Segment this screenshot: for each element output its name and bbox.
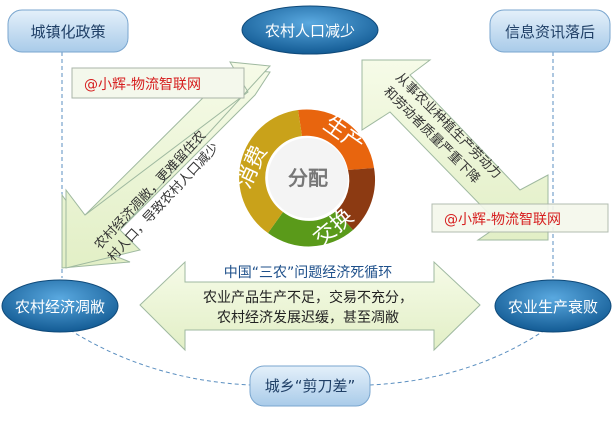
box-title: 中国“三农”问题经济死循环 — [224, 265, 393, 281]
svg-text:农村经济凋敝: 农村经济凋敝 — [15, 298, 105, 316]
svg-text:城乡“剪刀差”: 城乡“剪刀差” — [265, 377, 356, 395]
svg-text:城镇化政策: 城镇化政策 — [30, 23, 105, 41]
watermark-top-left: @小辉-物流智联网 — [71, 67, 245, 99]
node-urbanization-policy: 城镇化政策 — [7, 9, 129, 53]
vicious-cycle-box: 中国“三农”问题经济死循环 农业产品生产不足，交易不充分， 农村经济发展迟缓，甚… — [139, 260, 481, 352]
svg-text:农村人口减少: 农村人口减少 — [265, 22, 355, 40]
svg-text:信息资讯落后: 信息资讯落后 — [505, 23, 595, 41]
box-line1: 农业产品生产不足，交易不充分， — [203, 289, 413, 306]
svg-text:农业生产衰败: 农业生产衰败 — [508, 298, 598, 316]
left-arrow-line1: 农村经济凋敝，更难留住农 — [91, 128, 209, 253]
economic-cycle-ring: 分配 生产 交换 消费 — [231, 109, 376, 252]
node-scissors-gap: 城乡“剪刀差” — [249, 365, 371, 407]
node-rural-economy-decline: 农村经济凋敝 — [1, 279, 119, 333]
node-agri-production-decline: 农业生产衰败 — [494, 279, 612, 333]
box-line2: 农村经济发展迟缓，甚至凋敝 — [217, 310, 399, 326]
dashed-connectors — [61, 52, 554, 386]
node-info-lag: 信息资讯落后 — [489, 9, 611, 53]
svg-text:@小辉-物流智联网: @小辉-物流智联网 — [444, 212, 561, 228]
cycle-center-label: 分配 — [288, 166, 328, 190]
node-rural-population-decline: 农村人口减少 — [241, 5, 379, 55]
watermark-right: @小辉-物流智联网 — [431, 203, 609, 233]
svg-text:@小辉-物流智联网: @小辉-物流智联网 — [84, 77, 201, 93]
